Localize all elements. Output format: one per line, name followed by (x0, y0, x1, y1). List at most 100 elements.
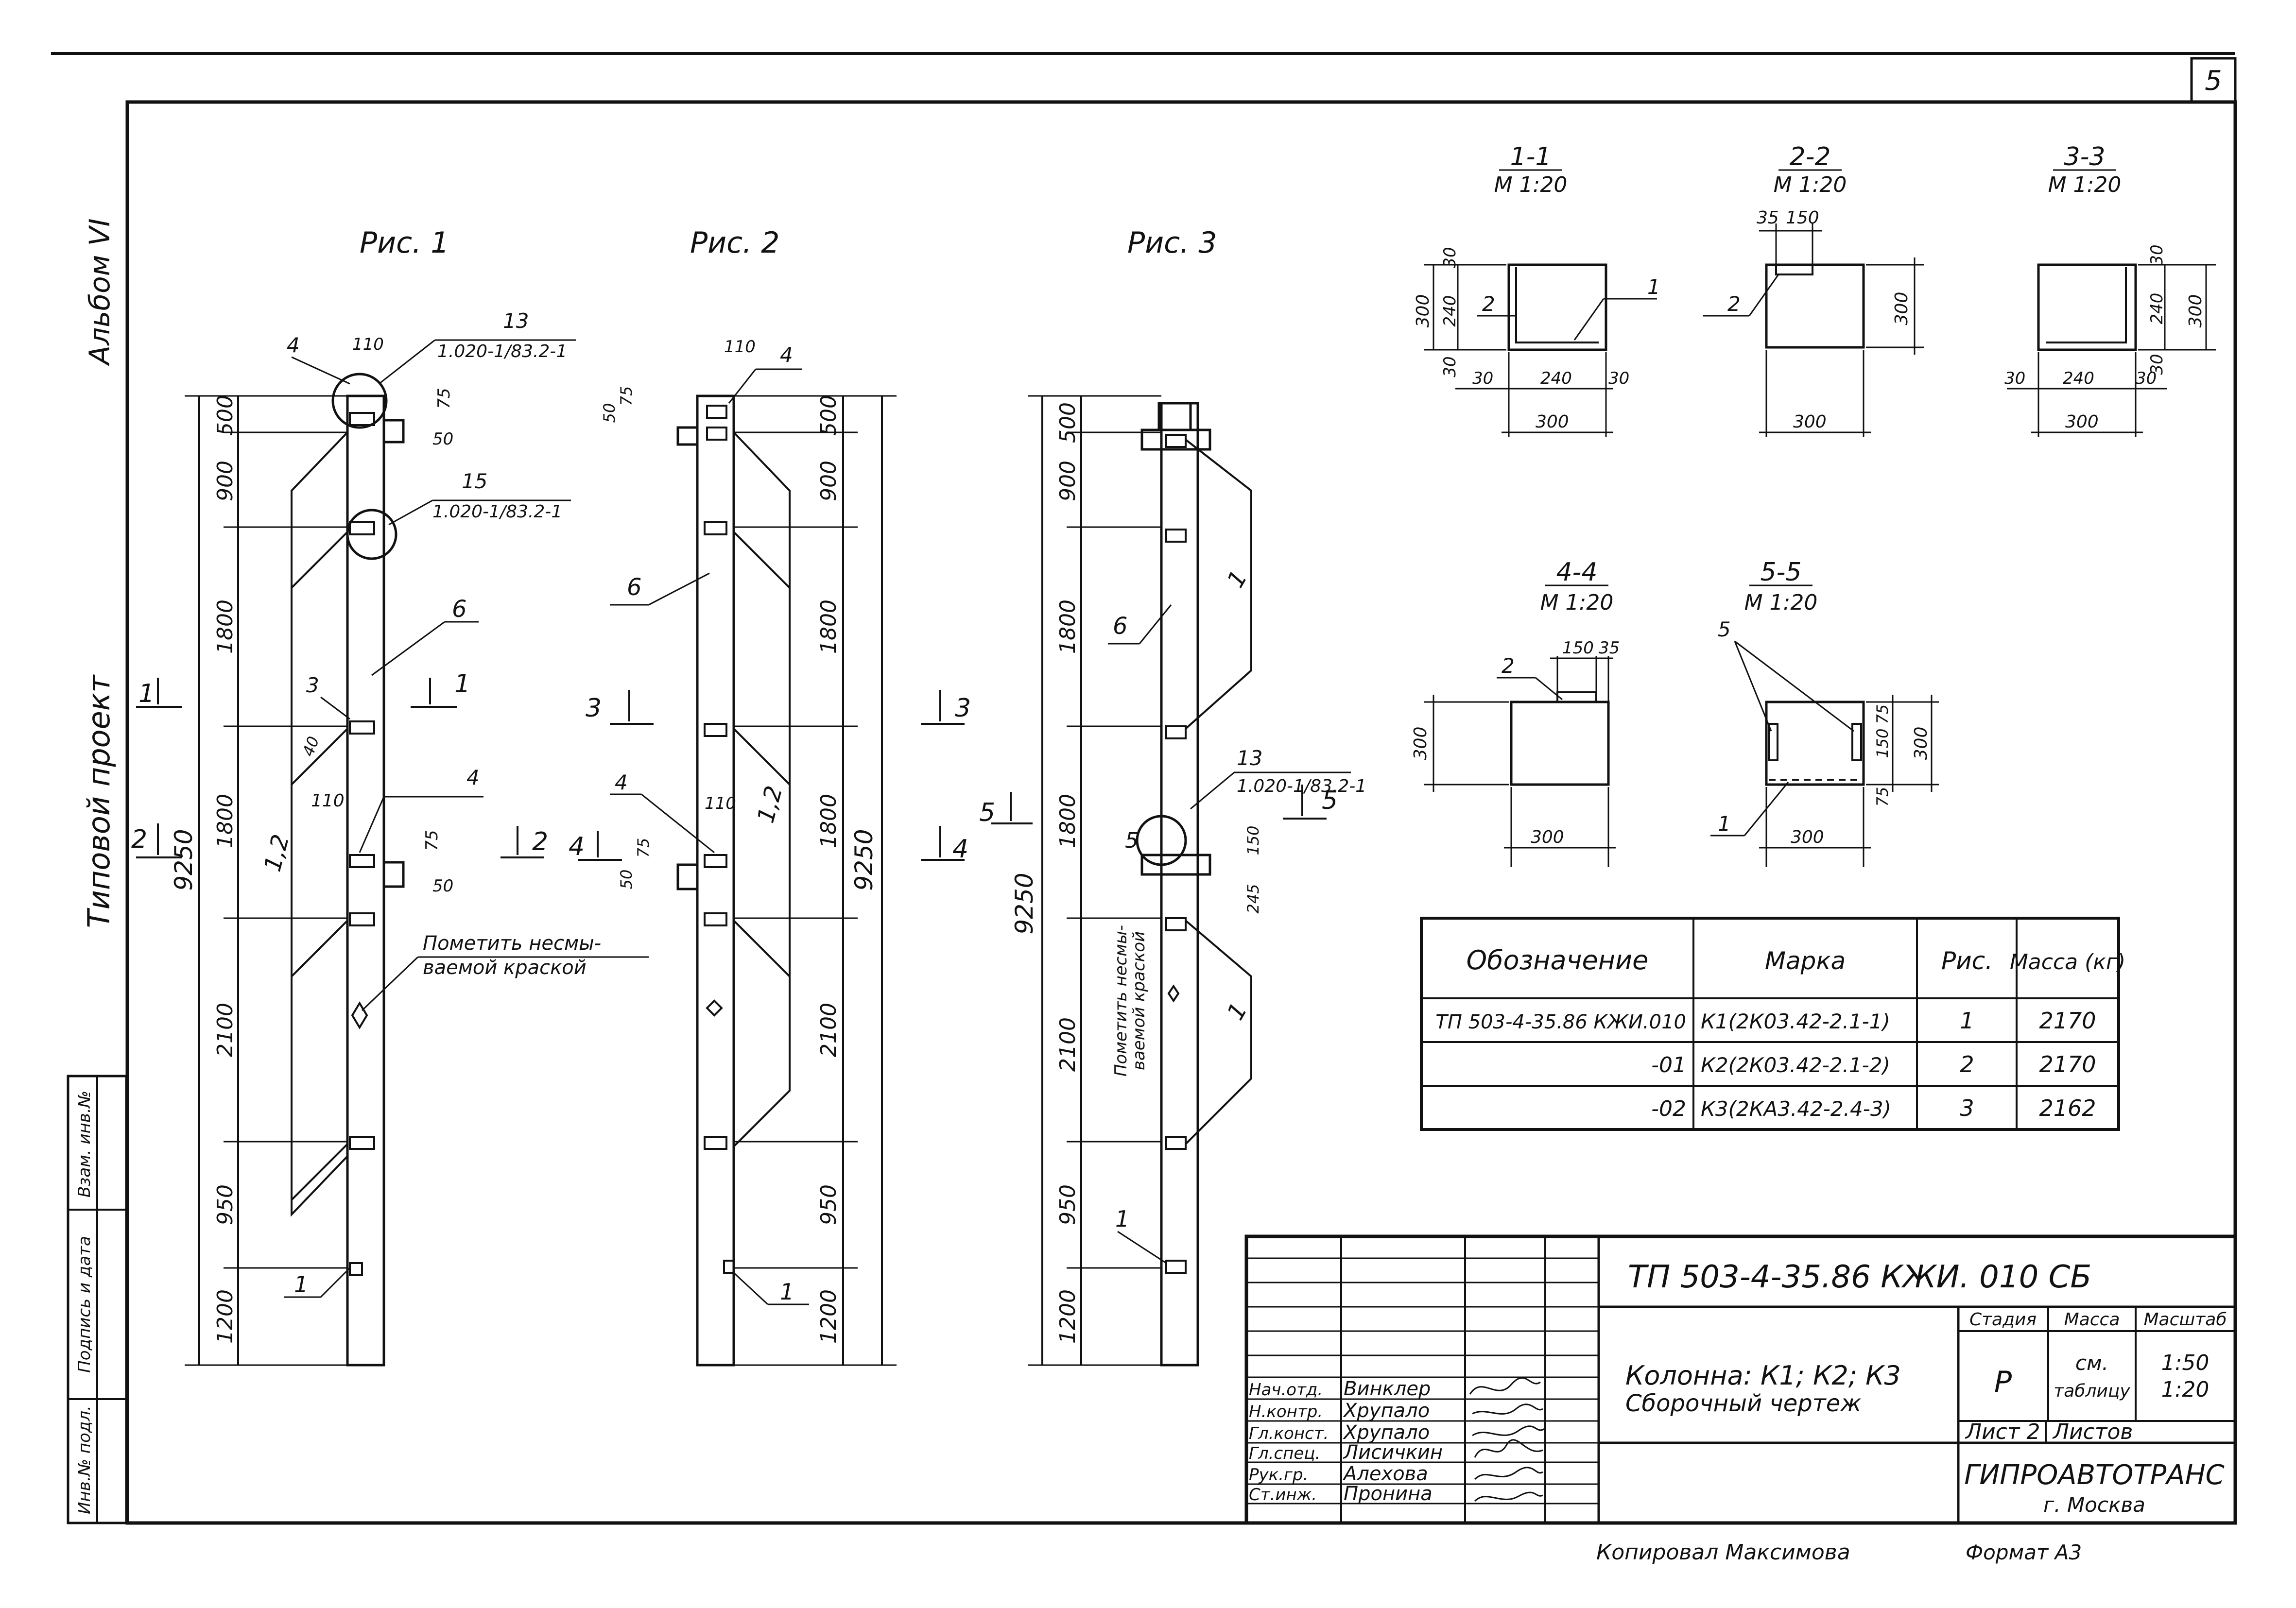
fig3-title: Рис. 3 (1127, 226, 1217, 260)
svg-text:300: 300 (1413, 294, 1433, 328)
svg-text:4: 4 (780, 343, 793, 367)
svg-text:500: 500 (816, 395, 841, 436)
scale-value-line2: 1:20 (2161, 1377, 2210, 1402)
svg-text:30: 30 (1472, 369, 1493, 388)
table-row-3-mass: 2162 (2039, 1095, 2096, 1121)
svg-text:240: 240 (2063, 369, 2094, 388)
svg-text:2100: 2100 (816, 1003, 841, 1057)
svg-text:1800: 1800 (816, 599, 841, 654)
copied-by: Копировал Максимова (1596, 1540, 1850, 1565)
svg-text:30: 30 (2147, 244, 2167, 265)
svg-text:110: 110 (352, 335, 384, 354)
svg-text:300: 300 (1531, 827, 1564, 847)
svg-text:2: 2 (1502, 654, 1515, 678)
fig2-column (696, 394, 735, 1367)
svg-text:4: 4 (569, 832, 585, 861)
staff-name-2: Хрупало (1343, 1400, 1430, 1422)
svg-text:300: 300 (1536, 412, 1569, 432)
svg-text:13: 13 (1237, 746, 1262, 770)
fig1-total: 9250 (170, 829, 198, 890)
staff-role-1: Нач.отд. (1249, 1380, 1323, 1400)
table-header-fig: Рис. (1941, 947, 1993, 975)
fig1-note-line2: ваемой краской (423, 957, 587, 979)
fig3-total: 9250 (1010, 872, 1038, 934)
staff-name-3: Хрупало (1343, 1421, 1430, 1444)
svg-text:1200: 1200 (213, 1289, 238, 1344)
drawing-name-line1: Колонна: К1; К2; К3 (1625, 1360, 1901, 1391)
margin-cell-inv: Инв.№ подл. (75, 1405, 94, 1514)
drawing-name-line2: Сборочный чертеж (1625, 1390, 1862, 1417)
table-row-2-mass: 2170 (2039, 1051, 2096, 1078)
section-1-1: 1-1 М 1:20 30 240 300 30 30 240 30 300 2… (1413, 142, 1660, 437)
svg-text:30: 30 (1608, 369, 1629, 388)
svg-text:35: 35 (1757, 208, 1779, 228)
section-1-profile (1507, 263, 1607, 351)
section-5-title: 5-5 (1761, 558, 1802, 587)
table-row-1-mark: К1(2К03.42-2.1-1) (1701, 1009, 1890, 1033)
album-label: Альбом VI (83, 218, 116, 366)
document-code: ТП 503-4-35.86 КЖИ. 010 СБ (1628, 1259, 2091, 1295)
fig3-note-line2: ваемой краской (1129, 931, 1149, 1070)
table-row-2-designation: -01 (1651, 1053, 1686, 1078)
table-header-designation: Обозначение (1467, 945, 1649, 975)
section-3-scale: М 1:20 (2048, 172, 2122, 197)
svg-text:3: 3 (306, 673, 319, 697)
svg-text:30: 30 (2136, 369, 2157, 388)
svg-text:2100: 2100 (1055, 1017, 1080, 1072)
svg-text:900: 900 (1055, 461, 1080, 501)
fig1-column (346, 394, 385, 1367)
fig1-top-bracket (382, 419, 405, 444)
svg-text:5: 5 (1322, 786, 1338, 815)
svg-text:4: 4 (615, 770, 628, 794)
svg-text:300: 300 (1411, 727, 1431, 760)
svg-text:30: 30 (2004, 369, 2025, 388)
svg-text:1: 1 (294, 1271, 308, 1298)
table-row-1-designation: ТП 503-4-35.86 КЖИ.010 (1435, 1011, 1686, 1033)
section-2-profile (1765, 263, 1865, 349)
staff-role-5: Рук.гр. (1249, 1465, 1308, 1485)
svg-text:50: 50 (432, 429, 453, 449)
svg-text:240: 240 (2147, 293, 2167, 325)
mass-label: Масса (2064, 1310, 2120, 1330)
svg-text:300: 300 (1911, 727, 1931, 760)
svg-text:300: 300 (1793, 412, 1827, 432)
table-row-3-designation: -02 (1651, 1096, 1686, 1121)
table-row-2-fig: 2 (1960, 1051, 1974, 1078)
svg-text:1: 1 (1222, 566, 1253, 592)
svg-text:240: 240 (1540, 369, 1572, 388)
section-4-scale: М 1:20 (1540, 590, 1614, 615)
section-4-profile (1510, 701, 1610, 786)
section-4-4: 4-4 М 1:20 150 35 300 300 2 (1411, 558, 1620, 867)
project-label: Типовой проект (81, 674, 117, 928)
signature-1 (1469, 1377, 1541, 1395)
svg-text:150: 150 (1244, 825, 1262, 855)
fig1-mid-bracket (382, 861, 405, 888)
svg-text:1: 1 (1718, 812, 1731, 836)
svg-text:75: 75 (434, 388, 454, 409)
table-row-2-mark: К2(2К03.42-2.1-2) (1701, 1053, 1890, 1077)
svg-text:1,2: 1,2 (752, 783, 788, 826)
spec-table: Обозначение Марка Рис. Масса (кг) ТП 503… (1420, 917, 2125, 1131)
sheets-label: Листов (2052, 1420, 2133, 1444)
svg-text:1: 1 (454, 669, 470, 699)
svg-text:50: 50 (600, 403, 619, 423)
table-row-3-fig: 3 (1960, 1095, 1974, 1121)
fig3-note-line1: Пометить несмы- (1111, 925, 1131, 1077)
svg-text:1800: 1800 (213, 794, 238, 848)
signature-2 (1472, 1403, 1543, 1415)
table-header-mark: Марка (1765, 947, 1846, 975)
section-3-3: 3-3 М 1:20 30 240 300 30 30 240 30 300 (2004, 142, 2216, 437)
svg-text:6: 6 (627, 574, 642, 601)
svg-text:110: 110 (705, 794, 736, 813)
svg-text:1800: 1800 (1055, 599, 1080, 654)
svg-text:1.020-1/83.2-1: 1.020-1/83.2-1 (432, 502, 562, 522)
table-row-1-mass: 2170 (2039, 1008, 2096, 1034)
svg-text:1: 1 (1115, 1206, 1129, 1232)
figure-1: Рис. 1 9250 500 900 (131, 226, 649, 1367)
signature-6 (1474, 1491, 1543, 1502)
svg-text:1,2: 1,2 (259, 832, 295, 874)
svg-text:150: 150 (1562, 638, 1594, 658)
signature-4 (1474, 1439, 1543, 1458)
svg-text:50: 50 (432, 876, 453, 896)
section-5-5: 5-5 М 1:20 75 150 75 300 300 5 1 (1710, 558, 1939, 867)
